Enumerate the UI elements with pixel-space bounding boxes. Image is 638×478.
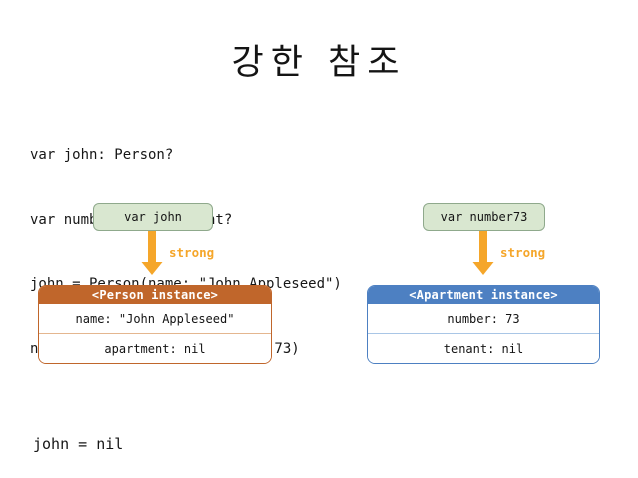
variable-box-label: var number73 bbox=[440, 210, 528, 224]
slide-title: 강한 참조 bbox=[231, 43, 407, 83]
instance-table-row: apartment: nil bbox=[39, 333, 271, 363]
variable-box-number73: var number73 bbox=[423, 203, 545, 231]
person-instance-table: <Person instance> name: "John Appleseed"… bbox=[38, 285, 272, 364]
code-block-deallocation: john = nil number73 = nil // 참조 카운트가 0 이… bbox=[33, 392, 381, 478]
instance-table-row: tenant: nil bbox=[368, 333, 599, 363]
variable-box-john: var john bbox=[93, 203, 213, 231]
instance-table-row: number: 73 bbox=[368, 304, 599, 333]
variable-box-label: var john bbox=[124, 210, 182, 224]
apartment-instance-table: <Apartment instance> number: 73 tenant: … bbox=[367, 285, 600, 364]
strong-reference-label: strong bbox=[500, 245, 546, 260]
strong-reference-arrow-icon bbox=[472, 231, 494, 275]
strong-reference-arrow-icon bbox=[141, 231, 163, 275]
instance-table-header: <Apartment instance> bbox=[368, 286, 599, 304]
code-line: john = nil bbox=[33, 435, 124, 453]
strong-reference-label: strong bbox=[169, 245, 215, 260]
instance-table-header: <Person instance> bbox=[39, 286, 271, 304]
code-line: var john: Person? bbox=[30, 147, 174, 163]
instance-table-row: name: "John Appleseed" bbox=[39, 304, 271, 333]
